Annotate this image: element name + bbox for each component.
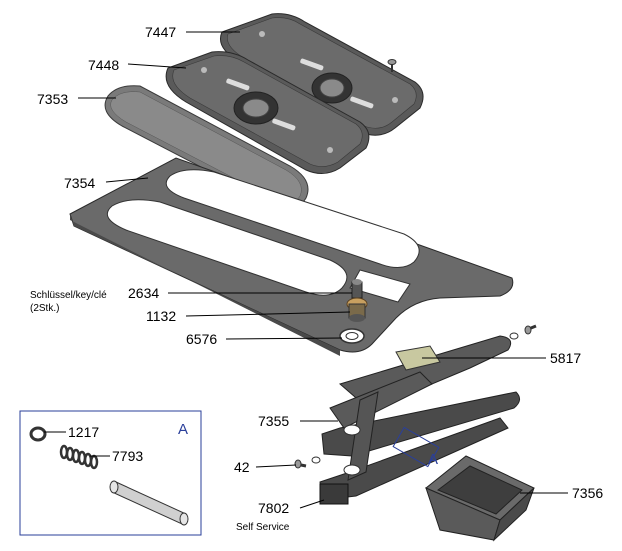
label-1132: 1132 — [146, 308, 176, 324]
part-1217-clip — [29, 426, 47, 442]
label-7354: 7354 — [64, 175, 95, 191]
part-7354-frame — [69, 157, 514, 356]
leader-1132 — [185, 311, 351, 317]
part-7802-end-cap — [319, 483, 349, 505]
leader-7354 — [105, 177, 149, 183]
screw-washer-pair — [509, 324, 537, 340]
screw-42 — [294, 456, 321, 469]
leader-7448 — [127, 63, 187, 69]
label-7353: 7353 — [37, 91, 68, 107]
label-6576: 6576 — [186, 331, 217, 347]
label-2634: 2634 — [128, 285, 159, 301]
label-7355: 7355 — [258, 413, 289, 429]
leader-7802 — [299, 499, 325, 509]
part-labels: 7447 7448 7353 7354 Schlüssel/key/clé 26… — [30, 24, 603, 533]
label-5817: 5817 — [550, 350, 581, 366]
part-7356-tray — [425, 455, 535, 542]
part-7447-plate — [220, 13, 424, 136]
leader-6576 — [225, 337, 343, 340]
part-1132-lock-cylinder — [346, 297, 368, 322]
part-7355-carrier — [319, 371, 520, 501]
part-7448-plate — [165, 51, 370, 174]
label-self-service: Self Service — [236, 522, 290, 533]
detail-a-marker-box — [392, 426, 440, 468]
label-1217: 1217 — [68, 424, 99, 440]
label-7447: 7447 — [145, 24, 176, 40]
label-detail-a: A — [178, 421, 188, 438]
part-7353-cover — [104, 85, 309, 209]
part-2634-lock — [351, 279, 363, 299]
label-7356: 7356 — [572, 485, 603, 501]
detail-a-panel — [19, 410, 202, 536]
label-key-note: Schlüssel/key/clé — [30, 290, 107, 301]
leader-42 — [255, 464, 297, 468]
label-7793: 7793 — [112, 448, 143, 464]
label-key-qty: (2Stk.) — [30, 303, 59, 314]
part-6576-nut — [339, 328, 365, 344]
screw-7447 — [387, 59, 397, 72]
label-7448: 7448 — [88, 57, 119, 73]
label-7802: 7802 — [258, 500, 289, 516]
leader-lines — [44, 31, 568, 509]
detail-pin — [109, 480, 189, 526]
label-42: 42 — [234, 459, 250, 475]
label-detail-a-main: A — [428, 451, 438, 468]
